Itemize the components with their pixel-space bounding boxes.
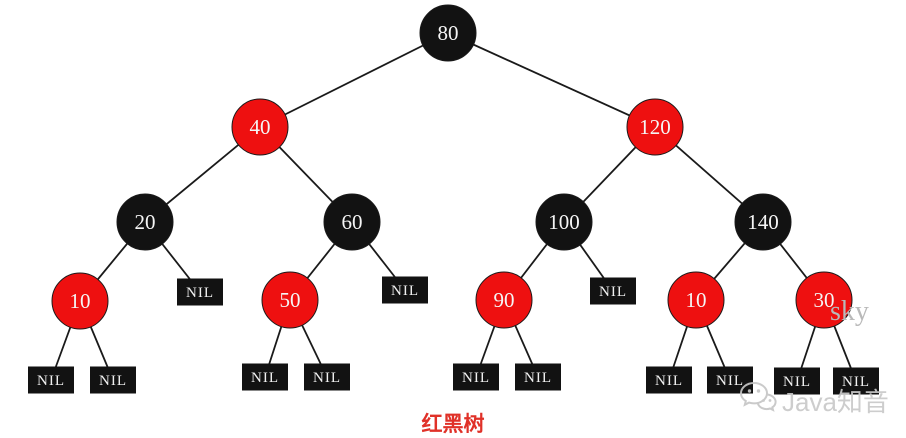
watermark-sky: sky [830, 296, 869, 327]
node-label: 60 [342, 210, 363, 234]
nil-leaf: NIL [707, 366, 753, 394]
nil-leaf: NIL [382, 276, 428, 304]
black-node-circle [116, 193, 174, 251]
nil-leaf: NIL [177, 278, 223, 306]
tree-edge [447, 32, 656, 128]
nil-leaf: NIL [590, 277, 636, 305]
nil-box [242, 363, 288, 391]
red-node-circle [667, 271, 725, 329]
nil-box [590, 277, 636, 305]
node-label: NIL [783, 374, 811, 390]
nil-box [382, 276, 428, 304]
tree-node-80: 80 [419, 4, 477, 62]
node-label: NIL [655, 373, 683, 389]
nil-box [515, 363, 561, 391]
node-label: 40 [250, 115, 271, 139]
tree-node-90: 90 [475, 271, 533, 329]
red-node-circle [475, 271, 533, 329]
node-label: 20 [135, 210, 156, 234]
red-node-circle [261, 271, 319, 329]
node-label: 30 [814, 288, 835, 312]
node-label: NIL [599, 284, 627, 300]
node-label: NIL [37, 373, 65, 389]
tree-node-40: 40 [231, 98, 289, 156]
tree-node-10: 10 [667, 271, 725, 329]
node-label: 10 [70, 289, 91, 313]
nil-box [177, 278, 223, 306]
nil-leaf: NIL [515, 363, 561, 391]
node-label: NIL [391, 283, 419, 299]
red-node-circle [231, 98, 289, 156]
nil-leaf: NIL [242, 363, 288, 391]
nil-box [28, 366, 74, 394]
black-node-circle [419, 4, 477, 62]
node-label: NIL [842, 374, 870, 390]
tree-edge [259, 32, 449, 128]
node-label: NIL [186, 285, 214, 301]
nil-box [707, 366, 753, 394]
node-label: 50 [280, 288, 301, 312]
red-node-circle [795, 271, 853, 329]
nil-leaf: NIL [304, 363, 350, 391]
nil-box [646, 366, 692, 394]
tree-node-30: 30 [795, 271, 853, 329]
node-label: 140 [747, 210, 779, 234]
black-node-circle [323, 193, 381, 251]
node-label: NIL [716, 373, 744, 389]
tree-node-140: 140 [734, 193, 792, 251]
nil-box [304, 363, 350, 391]
tree-node-50: 50 [261, 271, 319, 329]
black-node-circle [535, 193, 593, 251]
watermark-brand-text: Java知音 [782, 387, 889, 417]
nil-leaf: NIL [90, 366, 136, 394]
node-label: 10 [686, 288, 707, 312]
tree-node-10: 10 [51, 272, 109, 330]
nil-leaf: NIL [646, 366, 692, 394]
node-label: 90 [494, 288, 515, 312]
node-label: 100 [548, 210, 580, 234]
red-node-circle [626, 98, 684, 156]
node-label: NIL [99, 373, 127, 389]
nil-leaf: NIL [453, 363, 499, 391]
nil-leaf: NIL [774, 367, 820, 395]
wechat-icon [738, 380, 778, 421]
node-label: NIL [524, 370, 552, 386]
tree-node-100: 100 [535, 193, 593, 251]
node-label: 80 [438, 21, 459, 45]
nil-box [774, 367, 820, 395]
tree-node-60: 60 [323, 193, 381, 251]
node-label: 120 [639, 115, 671, 139]
watermark-brand: Java知音 [738, 380, 889, 421]
nil-leaf: NIL [833, 367, 879, 395]
nil-box [453, 363, 499, 391]
nil-leaf: NIL [28, 366, 74, 394]
tree-node-120: 120 [626, 98, 684, 156]
node-label: NIL [313, 370, 341, 386]
nil-box [90, 366, 136, 394]
diagram-caption: 红黑树 [421, 412, 485, 436]
red-node-circle [51, 272, 109, 330]
tree-node-20: 20 [116, 193, 174, 251]
node-label: NIL [251, 370, 279, 386]
node-label: NIL [462, 370, 490, 386]
black-node-circle [734, 193, 792, 251]
nil-box [833, 367, 879, 395]
